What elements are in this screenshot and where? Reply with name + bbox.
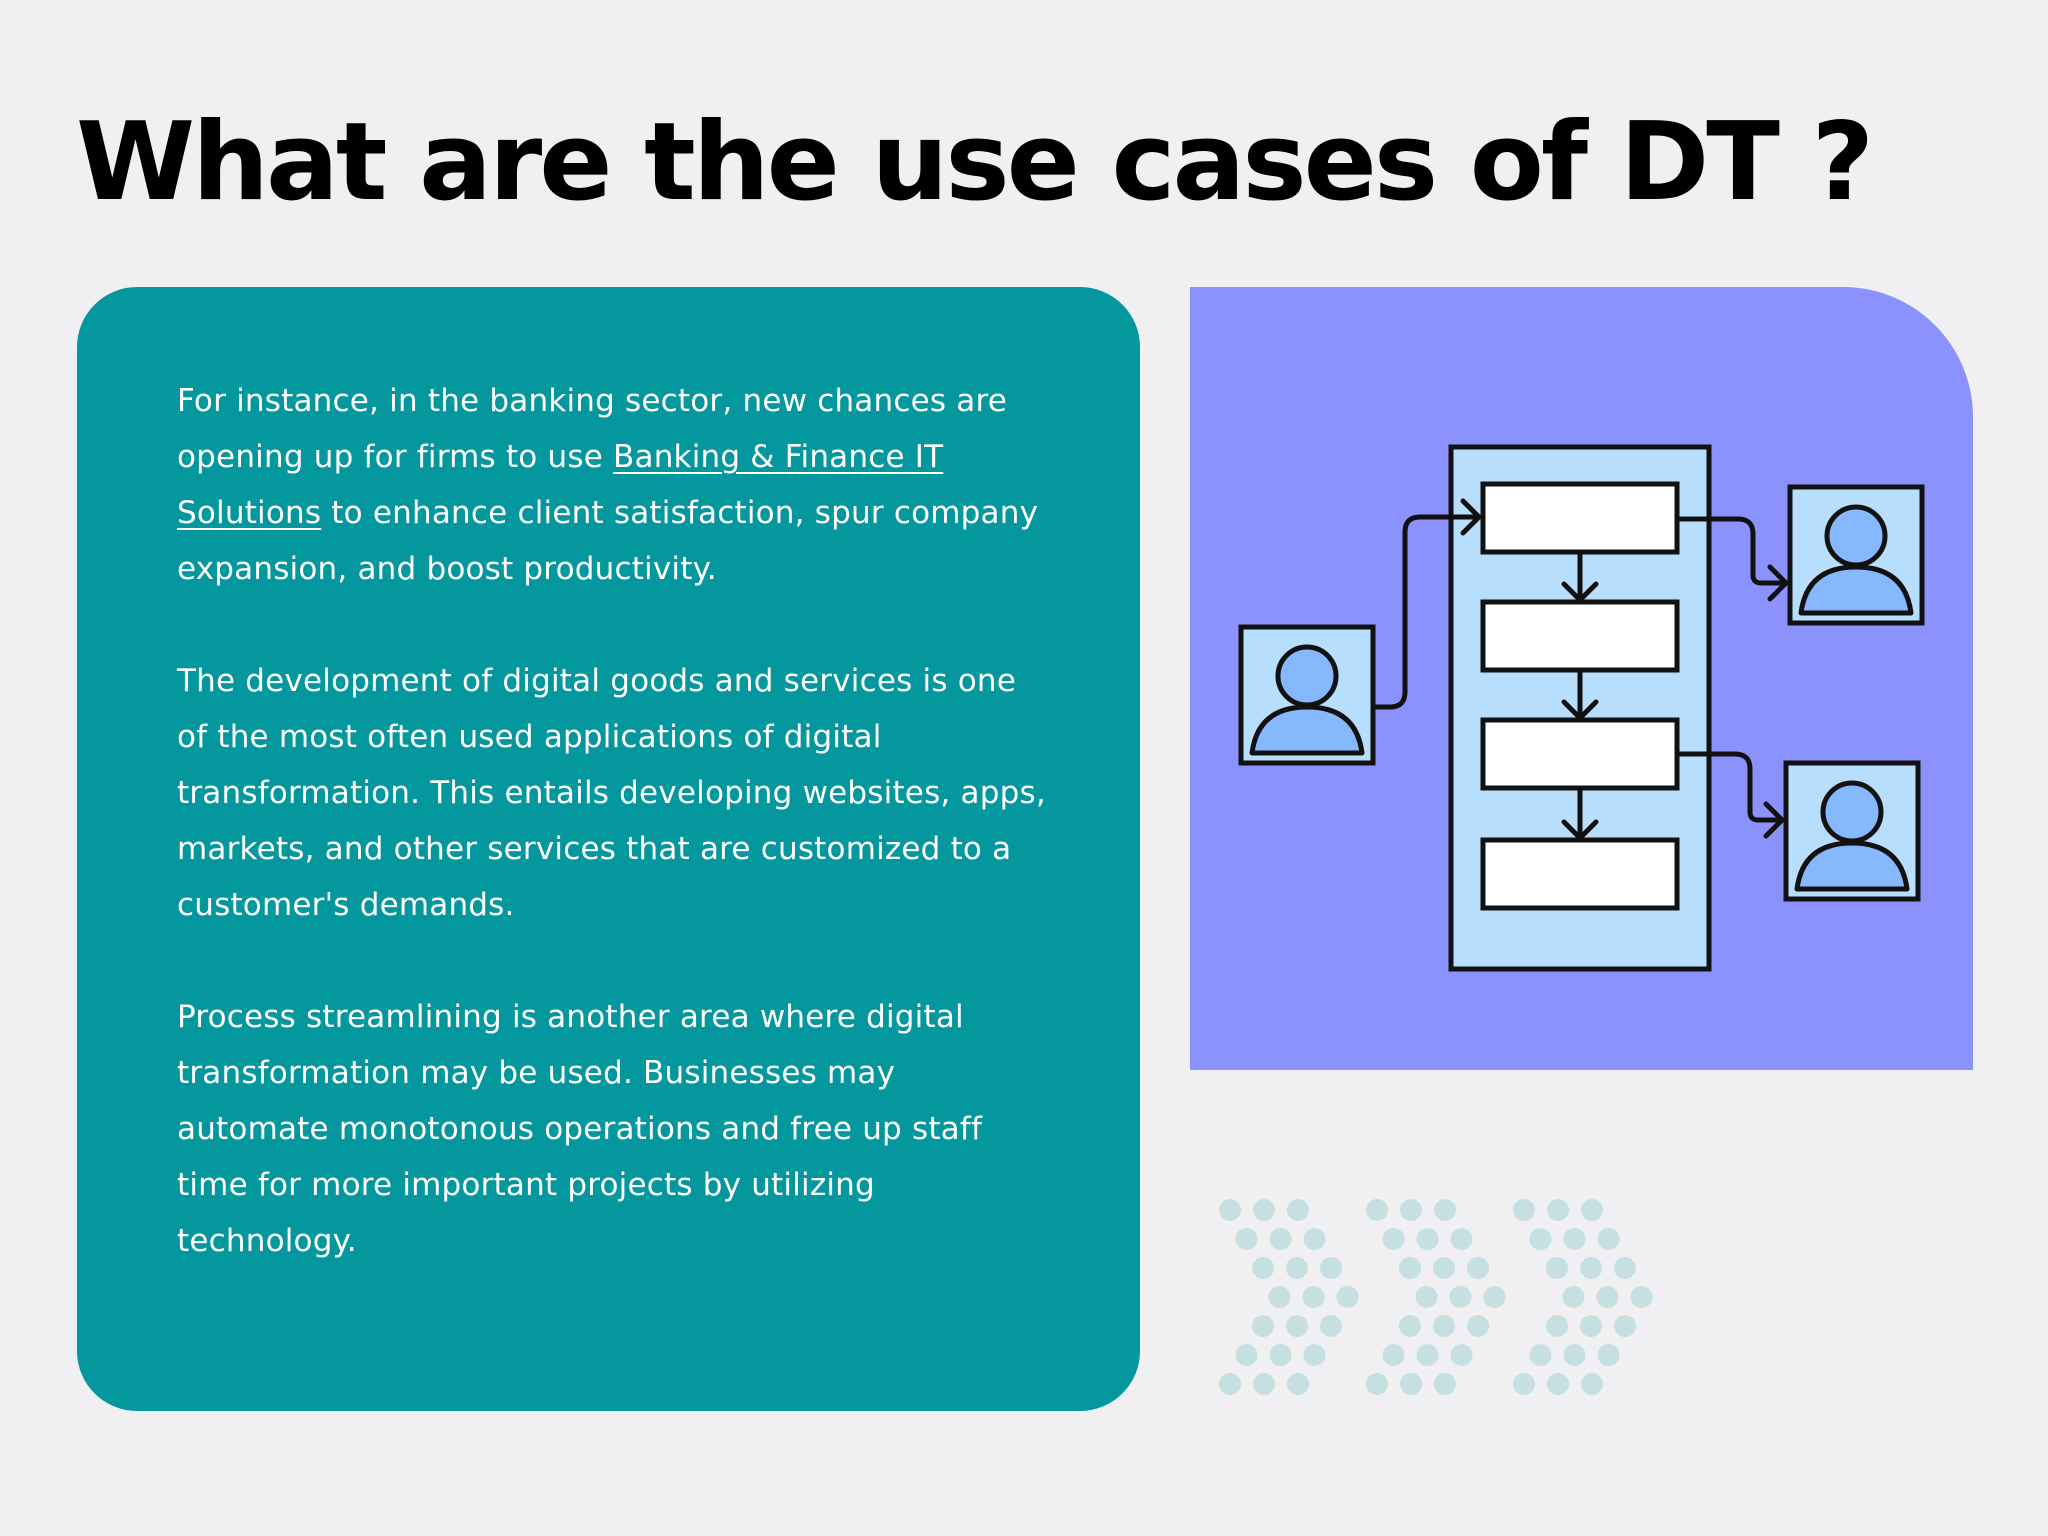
decorative-dot (1219, 1373, 1241, 1395)
decorative-dot (1415, 1286, 1438, 1308)
user-icon (1238, 624, 1376, 766)
decorative-dot (1597, 1344, 1620, 1366)
decorative-dot (1302, 1286, 1325, 1308)
chevron-dots-decoration (1200, 1180, 1680, 1400)
flow-step-3 (1480, 717, 1680, 791)
decorative-dot (1547, 1373, 1569, 1395)
decorative-dot (1268, 1286, 1291, 1308)
decorative-dot (1597, 1228, 1620, 1250)
banking-finance-link[interactable]: Banking & Finance IT Solutions (177, 439, 944, 531)
decorative-dot (1450, 1344, 1473, 1366)
decorative-dot (1416, 1344, 1439, 1366)
input-connector-arrow (1370, 498, 1482, 710)
decorative-dot (1320, 1257, 1342, 1279)
decorative-dot (1630, 1286, 1653, 1308)
decorative-dot (1287, 1199, 1309, 1221)
decorative-dot (1581, 1199, 1603, 1221)
decorative-dot (1286, 1315, 1308, 1337)
chevron-dots-pattern (1219, 1199, 1653, 1395)
decorative-dot (1546, 1257, 1568, 1279)
decorative-dot (1529, 1344, 1552, 1366)
decorative-dot (1366, 1373, 1388, 1395)
decorative-dot (1219, 1199, 1241, 1221)
decorative-dot (1336, 1286, 1359, 1308)
decorative-dot (1563, 1344, 1586, 1366)
decorative-dot (1303, 1228, 1326, 1250)
decorative-dot (1562, 1286, 1585, 1308)
decorative-dot (1467, 1257, 1489, 1279)
flow-step-1 (1480, 481, 1680, 555)
decorative-dot (1382, 1228, 1405, 1250)
decorative-dot (1580, 1315, 1602, 1337)
page-title: What are the use cases of DT ? (76, 100, 1874, 225)
decorative-dot (1529, 1228, 1552, 1250)
decorative-dot (1235, 1228, 1258, 1250)
decorative-dot (1449, 1286, 1472, 1308)
paragraph-process-streamlining: Process streamlining is another area whe… (177, 999, 983, 1259)
decorative-dot (1434, 1373, 1456, 1395)
decorative-dot (1467, 1315, 1489, 1337)
down-arrows (1561, 549, 1599, 841)
text-card: For instance, in the banking sector, new… (77, 287, 1140, 1411)
decorative-dot (1581, 1373, 1603, 1395)
decorative-dot (1614, 1257, 1636, 1279)
decorative-dot (1596, 1286, 1619, 1308)
decorative-dot (1433, 1257, 1455, 1279)
paragraph-digital-goods: The development of digital goods and ser… (177, 663, 1046, 923)
flow-step-4 (1480, 837, 1680, 911)
decorative-dot (1513, 1199, 1535, 1221)
decorative-dot (1303, 1344, 1326, 1366)
flow-step-2 (1480, 599, 1680, 673)
decorative-dot (1546, 1315, 1568, 1337)
decorative-dot (1400, 1373, 1422, 1395)
decorative-dot (1513, 1373, 1535, 1395)
paragraph-banking: For instance, in the banking sector, new… (177, 373, 1050, 597)
paragraph-banking-text-start: For instance, in the banking sector, new… (177, 383, 1007, 475)
decorative-dot (1547, 1199, 1569, 1221)
workflow-diagram-panel (1190, 287, 1973, 1070)
decorative-dot (1252, 1315, 1274, 1337)
decorative-dot (1580, 1257, 1602, 1279)
user-icon (1787, 484, 1925, 626)
decorative-dot (1253, 1373, 1275, 1395)
decorative-dot (1235, 1344, 1258, 1366)
decorative-dot (1253, 1199, 1275, 1221)
output-connector-arrows (1674, 516, 1789, 839)
decorative-dot (1399, 1315, 1421, 1337)
decorative-dot (1416, 1228, 1439, 1250)
decorative-dot (1269, 1228, 1292, 1250)
decorative-dot (1614, 1315, 1636, 1337)
decorative-dot (1399, 1257, 1421, 1279)
decorative-dot (1382, 1344, 1405, 1366)
process-flowchart-icon (1190, 287, 1973, 1070)
decorative-dot (1252, 1257, 1274, 1279)
decorative-dot (1286, 1257, 1308, 1279)
decorative-dot (1450, 1228, 1473, 1250)
decorative-dot (1269, 1344, 1292, 1366)
decorative-dot (1320, 1315, 1342, 1337)
decorative-dot (1400, 1199, 1422, 1221)
decorative-dot (1483, 1286, 1506, 1308)
paragraph-banking-text-end: to enhance client satisfaction, spur com… (177, 495, 1039, 587)
decorative-dot (1433, 1315, 1455, 1337)
decorative-dot (1434, 1199, 1456, 1221)
decorative-dot (1366, 1199, 1388, 1221)
decorative-dot (1563, 1228, 1586, 1250)
user-icon (1783, 760, 1921, 902)
decorative-dot (1287, 1373, 1309, 1395)
